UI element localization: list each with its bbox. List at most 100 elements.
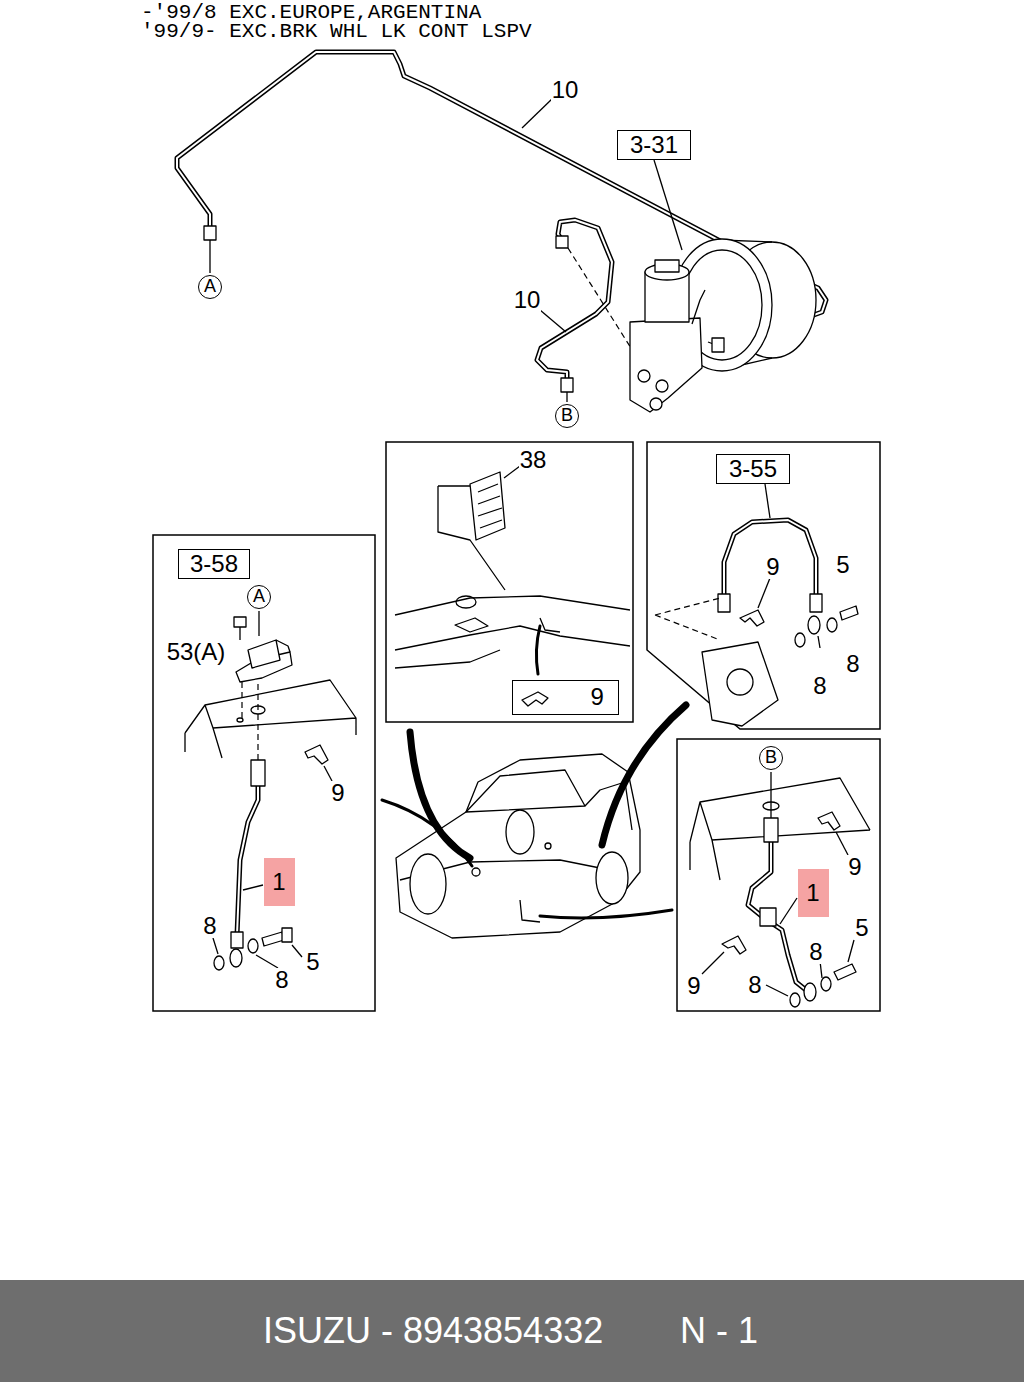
- brake-pipe: [568, 248, 636, 356]
- hose-detail: [257, 684, 258, 760]
- brake-booster: [655, 260, 679, 272]
- note-text: -'99/8 EXC.EUROPE,ARGENTINA: [140, 2, 482, 23]
- hose-detail: [834, 964, 856, 980]
- detail-panel: [153, 535, 375, 1011]
- hose-detail: [241, 682, 242, 720]
- hose-detail: [276, 640, 290, 652]
- pointer-arrow: [382, 705, 686, 918]
- hose-detail: [766, 985, 788, 996]
- hose-detail: [256, 955, 278, 968]
- hose-detail: [718, 594, 730, 612]
- hose-detail: [324, 766, 332, 781]
- brake-pipe: [566, 392, 567, 402]
- brake-pipe: [556, 236, 568, 248]
- brake-pipe: [540, 310, 566, 332]
- pointer-arrow: [540, 910, 672, 918]
- hose-detail: [262, 932, 284, 946]
- hose-detail: [818, 636, 820, 648]
- callout-number: 8: [747, 973, 762, 997]
- hose-detail: [724, 520, 816, 598]
- pointer-arrow: [602, 705, 686, 845]
- hose-detail: [740, 610, 764, 626]
- hose-detail: [810, 594, 822, 612]
- clip-detail: [522, 692, 548, 706]
- clip-detail: [470, 472, 505, 540]
- connection-circle: B: [555, 404, 579, 428]
- hose-detail: [808, 616, 820, 634]
- hose-detail: [292, 945, 302, 957]
- note-text: '99/9- EXC.BRK WHL LK CONT LSPV: [140, 21, 533, 42]
- hose-detail: [655, 598, 720, 640]
- brake-booster: [650, 398, 662, 410]
- connector-letter: A: [204, 277, 216, 297]
- hose-detail: [185, 680, 356, 758]
- hose-detail: [818, 812, 840, 830]
- brake-booster: [638, 370, 650, 382]
- vehicle-outline: [466, 770, 585, 812]
- detail-panel: [677, 739, 880, 1011]
- vehicle-outline: [410, 854, 446, 914]
- clip-detail: [395, 626, 630, 650]
- connection-circle: A: [198, 275, 222, 299]
- hose-detail: [251, 760, 265, 786]
- clip-detail: [455, 618, 488, 632]
- hose-detail: [690, 772, 870, 1007]
- hose-detail: [827, 618, 837, 632]
- connector-letter: B: [765, 748, 777, 768]
- connector-letter: A: [253, 587, 265, 607]
- hose-detail: [790, 993, 800, 1007]
- hose-detail: [248, 939, 258, 953]
- hose-detail: [655, 484, 858, 726]
- vehicle-outline: [596, 852, 628, 904]
- clip-detail: [478, 484, 502, 528]
- detail-panel: [153, 442, 880, 1011]
- callout-number: 38: [519, 448, 548, 472]
- hose-detail: [840, 606, 858, 620]
- box-text: 3-31: [630, 132, 678, 158]
- vehicle-outline: [520, 900, 540, 922]
- box-text: 3-55: [729, 456, 777, 482]
- callout-number: 8: [202, 914, 217, 938]
- hose-detail: [237, 785, 258, 935]
- vehicle-outline: [472, 868, 480, 876]
- box-text: N - 1: [680, 1311, 758, 1351]
- callout-number: 5: [854, 916, 869, 940]
- hose-detail: [724, 520, 816, 598]
- clip-tag-box: 9: [512, 680, 619, 715]
- hose-detail: [237, 785, 258, 935]
- callout-number: 8: [808, 940, 823, 964]
- clip-detail: [456, 596, 476, 608]
- hose-detail: [231, 932, 243, 948]
- hose-detail: [804, 983, 816, 1001]
- clip-detail: [395, 650, 500, 668]
- hose-detail: [230, 949, 242, 967]
- pointer-arrow: [410, 732, 470, 858]
- hose-detail: [702, 642, 778, 726]
- hose-detail: [722, 936, 746, 954]
- hose-detail: [821, 977, 831, 991]
- callout-number: 9: [847, 855, 862, 879]
- highlight-callout: 1: [264, 858, 295, 906]
- hose-detail: [258, 611, 259, 636]
- clip-detail: [438, 486, 505, 590]
- hose-detail: [213, 938, 218, 954]
- box-text: 9: [591, 684, 604, 710]
- brake-pipe: [537, 220, 612, 385]
- hose-detail: [836, 832, 848, 855]
- connector-letter: B: [561, 406, 573, 426]
- box-text: 3-58: [190, 551, 238, 577]
- callout-number: 5: [305, 950, 320, 974]
- brake-pipe: [177, 52, 826, 402]
- hose-detail: [764, 818, 778, 842]
- hose-detail: [727, 669, 753, 695]
- box-text: 1: [806, 880, 819, 906]
- brake-pipe: [204, 226, 216, 240]
- hose-detail: [305, 745, 328, 764]
- reference-box: 3-31: [617, 130, 691, 160]
- callout-number: 5: [835, 553, 850, 577]
- box-text: 1: [272, 869, 285, 895]
- clip-detail: [395, 596, 630, 615]
- hose-detail: [239, 627, 240, 640]
- callout-number: 10: [513, 288, 542, 312]
